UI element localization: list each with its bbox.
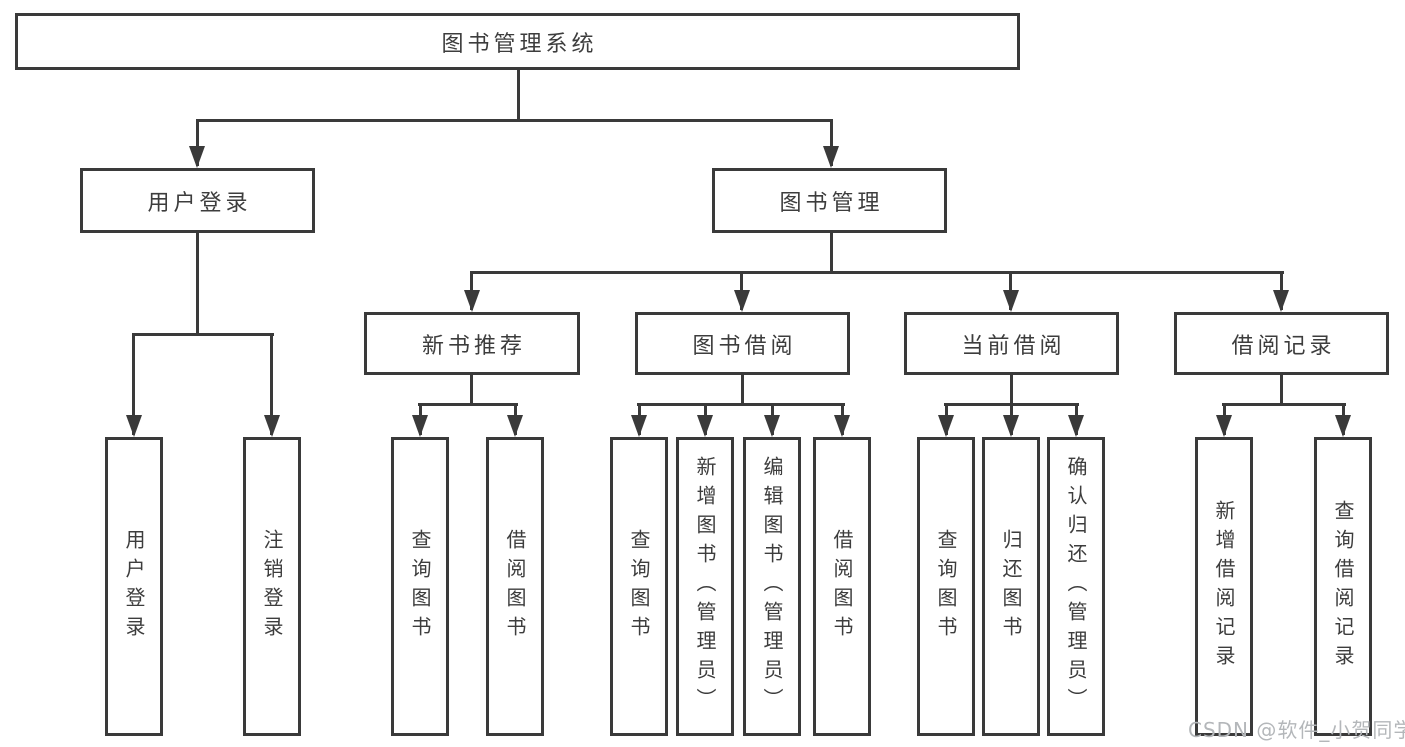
leaf-borrow-books: 借阅图书: [813, 437, 871, 736]
arrow-down-icon: [1003, 290, 1019, 312]
arrow-down-icon: [697, 415, 713, 437]
node-label: 当前借阅: [961, 333, 1066, 359]
node-label: 图书管理: [779, 190, 884, 216]
connector-line: [196, 119, 199, 166]
arrow-down-icon: [834, 415, 850, 437]
leaf-return-book: 归还图书: [982, 437, 1040, 736]
leaf-label: 查询图书: [408, 528, 432, 645]
connector-line: [1010, 375, 1013, 406]
connector-line: [132, 333, 274, 336]
node-label: 图书管理系统: [441, 31, 598, 57]
node-label: 图书借阅: [692, 333, 797, 359]
leaf-query-books-current: 查询图书: [917, 437, 975, 736]
leaf-label: 查询图书: [934, 528, 958, 645]
arrow-down-icon: [734, 290, 750, 312]
connector-line: [270, 333, 273, 435]
node-new-book-recommend: 新书推荐: [364, 312, 580, 375]
leaf-edit-book-admin: 编辑图书（管理员）: [743, 437, 801, 736]
connector-line: [418, 403, 518, 406]
node-book-management: 图书管理: [712, 168, 947, 233]
leaf-borrow-books-recommend: 借阅图书: [486, 437, 544, 736]
leaf-label: 新增图书（管理员）: [693, 456, 717, 717]
node-borrow-records: 借阅记录: [1174, 312, 1389, 375]
leaf-label: 注销登录: [260, 528, 284, 645]
arrow-down-icon: [1003, 415, 1019, 437]
connector-line: [1222, 403, 1346, 406]
arrow-down-icon: [938, 415, 954, 437]
leaf-user-login: 用户登录: [105, 437, 163, 736]
leaf-query-books-borrow: 查询图书: [610, 437, 668, 736]
node-label: 借阅记录: [1231, 333, 1336, 359]
arrow-down-icon: [189, 146, 205, 168]
node-label: 新书推荐: [421, 333, 526, 359]
connector-line: [741, 375, 744, 406]
connector-line: [470, 271, 1284, 274]
leaf-query-borrow-record: 查询借阅记录: [1314, 437, 1372, 736]
node-label: 用户登录: [147, 190, 252, 216]
node-root-system: 图书管理系统: [15, 13, 1020, 70]
connector-line: [470, 375, 473, 406]
leaf-label: 新增借阅记录: [1212, 499, 1236, 674]
csdn-watermark: CSDN @软件_小贺同学: [1188, 718, 1405, 742]
connector-line: [1280, 375, 1283, 406]
leaf-label: 查询图书: [627, 528, 651, 645]
arrow-down-icon: [464, 290, 480, 312]
node-book-borrow: 图书借阅: [635, 312, 850, 375]
arrow-down-icon: [1068, 415, 1084, 437]
leaf-add-borrow-record: 新增借阅记录: [1195, 437, 1253, 736]
leaf-label: 用户登录: [122, 528, 146, 645]
leaf-query-books-recommend: 查询图书: [391, 437, 449, 736]
node-current-borrow: 当前借阅: [904, 312, 1119, 375]
leaf-logout-login: 注销登录: [243, 437, 301, 736]
leaf-label: 查询借阅记录: [1331, 499, 1355, 674]
arrow-down-icon: [412, 415, 428, 437]
leaf-confirm-return-admin: 确认归还（管理员）: [1047, 437, 1105, 736]
arrow-down-icon: [264, 415, 280, 437]
connector-line: [830, 119, 833, 166]
connector-line: [196, 233, 199, 336]
arrow-down-icon: [1273, 290, 1289, 312]
leaf-label: 确认归还（管理员）: [1064, 456, 1088, 717]
connector-line: [637, 403, 845, 406]
arrow-down-icon: [1335, 415, 1351, 437]
node-user-login: 用户登录: [80, 168, 315, 233]
arrow-down-icon: [1216, 415, 1232, 437]
arrow-down-icon: [823, 146, 839, 168]
arrow-down-icon: [126, 415, 142, 437]
arrow-down-icon: [631, 415, 647, 437]
leaf-add-book-admin: 新增图书（管理员）: [676, 437, 734, 736]
connector-line: [830, 233, 833, 274]
arrow-down-icon: [764, 415, 780, 437]
connector-line: [517, 70, 520, 120]
connector-line: [196, 119, 833, 122]
leaf-label: 编辑图书（管理员）: [760, 456, 784, 717]
leaf-label: 借阅图书: [503, 528, 527, 645]
leaf-label: 归还图书: [999, 528, 1023, 645]
arrow-down-icon: [507, 415, 523, 437]
leaf-label: 借阅图书: [830, 528, 854, 645]
connector-line: [132, 333, 135, 435]
